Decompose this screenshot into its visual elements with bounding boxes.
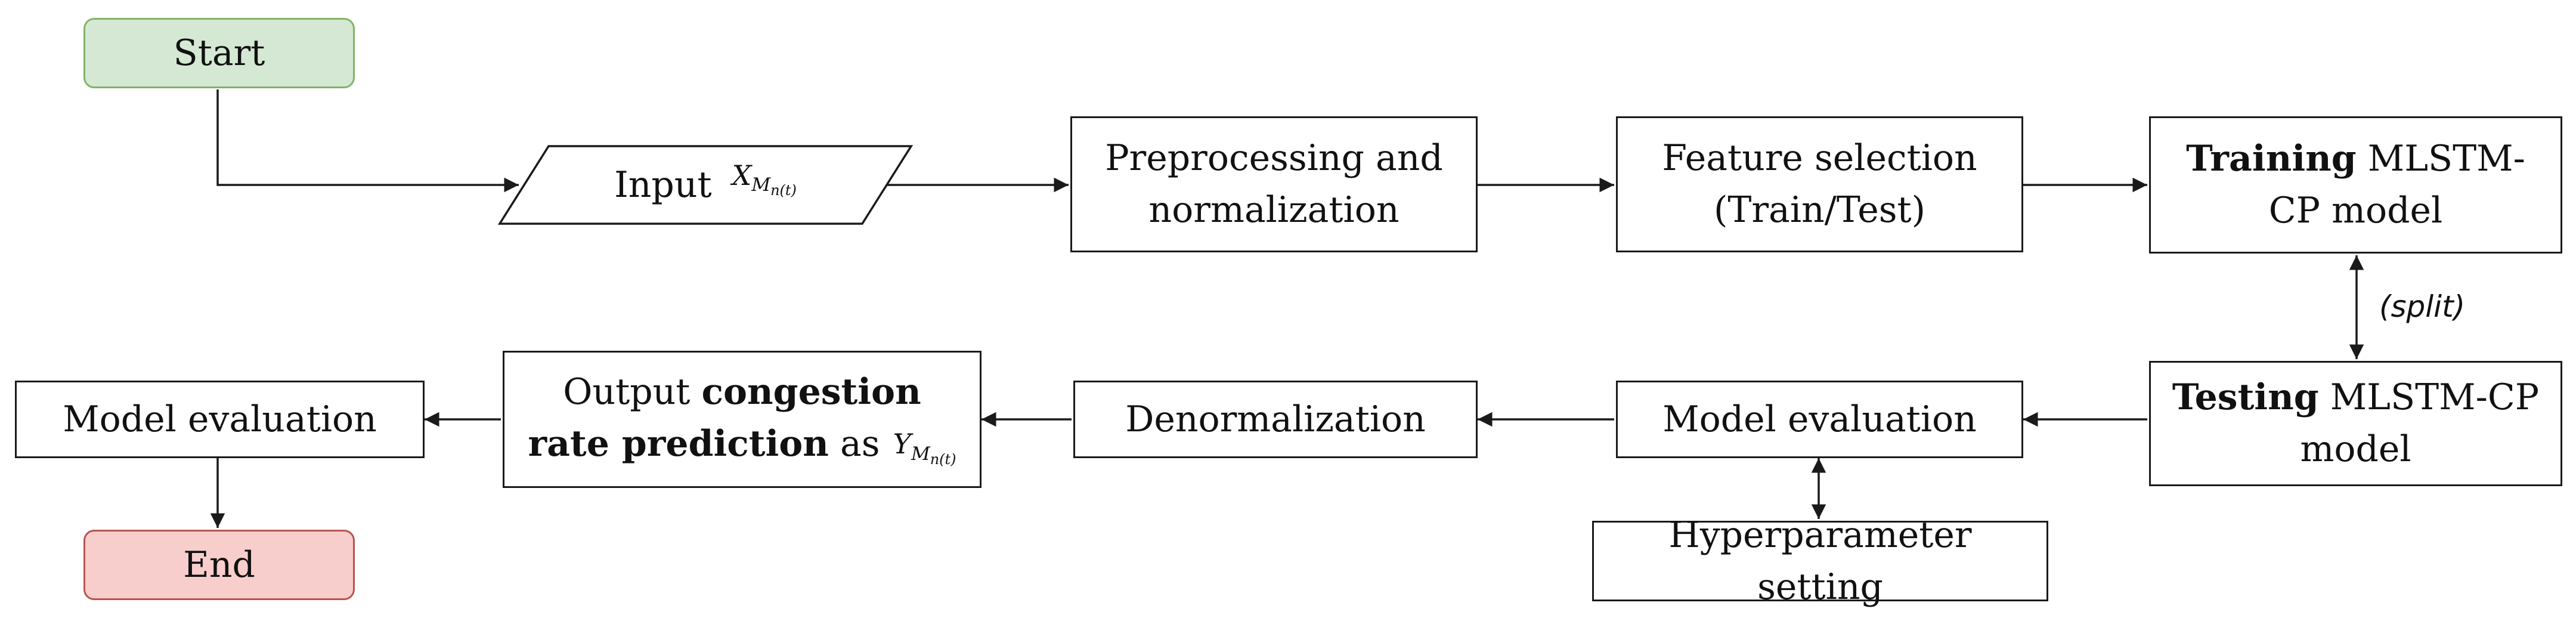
end-node: End [83, 530, 355, 600]
hyperparameter-node: Hyperparameter setting [1592, 514, 2048, 608]
edge-start-input [216, 89, 519, 193]
input-label: Input [614, 164, 712, 206]
feature-selection-label: Feature selection (Train/Test) [1662, 137, 1977, 231]
input-parallelogram [497, 145, 914, 225]
testing-label: Testing MLSTM-CP model [2172, 376, 2540, 470]
preprocessing-node: Preprocessing and normalization [1070, 116, 1478, 252]
model-evaluation-mid-node: Model evaluation [1616, 381, 2023, 458]
training-label: Training MLSTM-CP model [2186, 138, 2525, 231]
denormalization-label: Denormalization [1125, 398, 1426, 440]
model-evaluation-left-node: Model evaluation [15, 381, 425, 458]
testing-node: Testing MLSTM-CP model [2149, 361, 2562, 486]
preprocessing-label: Preprocessing and normalization [1105, 137, 1443, 231]
start-node: Start [83, 18, 355, 88]
denormalization-node: Denormalization [1073, 381, 1478, 458]
model-evaluation-mid-label: Model evaluation [1662, 398, 1977, 440]
training-node: Training MLSTM-CP model [2149, 116, 2562, 254]
input-node: Input XMn(t) [500, 146, 911, 224]
start-label: Start [173, 32, 265, 74]
split-label: (split) [2379, 289, 2466, 324]
end-label: End [183, 543, 255, 586]
input-variable: XMn(t) [732, 159, 797, 199]
model-evaluation-left-label: Model evaluation [63, 398, 377, 440]
hyperparameter-label: Hyperparameter setting [1668, 514, 1972, 608]
output-variable: YMn(t) [893, 428, 956, 468]
feature-selection-node: Feature selection (Train/Test) [1616, 116, 2023, 252]
